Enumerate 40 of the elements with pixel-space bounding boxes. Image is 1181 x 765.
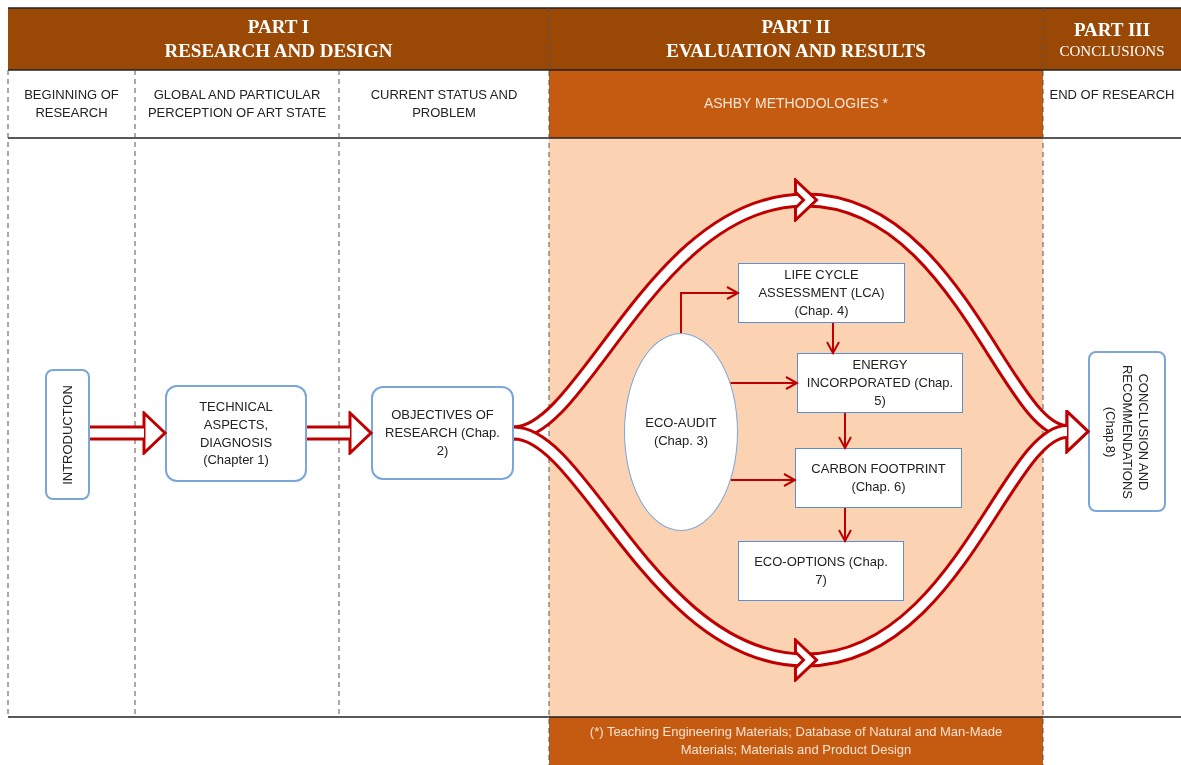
process-box (738, 263, 905, 323)
process-box (45, 369, 90, 500)
part-header-band (549, 8, 1043, 70)
arrow (729, 376, 798, 390)
header-text: PART I (247, 15, 310, 39)
header-text: CONCLUSIONS (1059, 41, 1165, 61)
process-box (371, 386, 514, 480)
band-text: ASHBY METHODOLOGIES * (703, 94, 889, 114)
box-text: LIFE CYCLE ASSESSMENT (LCA) (Chap. 4) (757, 266, 886, 320)
box-text: ENERGY INCORPORATED (Chap. 5) (805, 356, 955, 410)
process-box (1088, 351, 1166, 512)
header-text: PART II (761, 15, 831, 39)
header-text: PART III (1073, 17, 1151, 42)
arrow (838, 507, 852, 542)
method-band (549, 70, 1043, 138)
process-box (165, 385, 307, 482)
column-heading: BEGINNING OF RESEARCH (23, 86, 120, 122)
box-text: CONCLUSION AND RECOMMENDATIONS (Chap.8) (1102, 363, 1152, 501)
footnote-band (549, 717, 1043, 765)
arrow (729, 473, 796, 487)
column-heading: CURRENT STATUS AND PROBLEM (369, 86, 519, 122)
footnote-text: (*) Teaching Engineering Materials; Database of Natural and Man-Made Materials; Materials and Product Design (588, 723, 1004, 759)
box-text: TECHNICAL ASPECTS, DIAGNOSIS (Chapter 1) (198, 397, 274, 470)
box-text: ECO-AUDIT (Chap. 3) (644, 414, 718, 450)
arrow (680, 286, 739, 334)
box-text: ECO-OPTIONS (Chap. 7) (753, 553, 889, 589)
box-text: INTRODUCTION (59, 383, 76, 487)
box-text: OBJECTIVES OF RESEARCH (Chap. 2) (384, 406, 501, 460)
part-header-band (8, 8, 549, 70)
column-heading: END OF RESEARCH (1048, 86, 1176, 104)
arrow (826, 322, 840, 354)
header-text: RESEARCH AND DESIGN (164, 39, 393, 63)
process-box (795, 448, 962, 508)
column-heading: GLOBAL AND PARTICULAR PERCEPTION OF ART STATE (146, 86, 328, 122)
part-header-band (1043, 8, 1181, 70)
process-box (797, 353, 963, 413)
process-box (738, 541, 904, 601)
header-text: EVALUATION AND RESULTS (666, 39, 926, 63)
arrow (838, 412, 852, 449)
box-text: CARBON FOOTPRINT (Chap. 6) (810, 460, 947, 496)
